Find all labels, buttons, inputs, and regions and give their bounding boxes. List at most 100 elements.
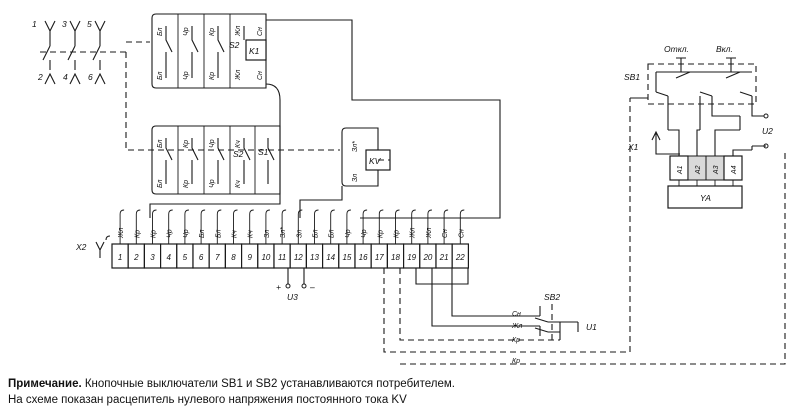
strip-wire-label: Кр <box>394 230 401 238</box>
strip-wire <box>346 209 351 244</box>
strip-wire-label: Жл <box>118 228 125 239</box>
x1-label: X1 <box>627 142 639 152</box>
strip-wire <box>411 209 416 244</box>
mid-wire-label-upper: Бл <box>157 139 164 148</box>
strip-wire-label: Зл <box>296 230 303 238</box>
strip-terminal-number: 19 <box>407 253 416 262</box>
ya-terminal-label: A2 <box>695 165 702 175</box>
top-wire-label-upper: Сн <box>257 27 264 36</box>
strip-wire-label: Сн <box>458 229 465 238</box>
strip-wire <box>200 209 206 244</box>
strip-wire <box>362 209 368 244</box>
strip-wire-label: Бл <box>215 229 222 238</box>
ya-terminal-label: A4 <box>731 165 738 175</box>
strip-terminal-number: 18 <box>391 253 400 262</box>
phase-terminal-6: 6 <box>88 72 93 82</box>
strip-wire-label: Чр <box>345 229 352 238</box>
strip-terminal-number: 4 <box>166 253 171 262</box>
mid-wire-label-lower: Кч <box>235 180 242 188</box>
strip-terminal-number: 14 <box>326 253 335 262</box>
mid-wire-label-lower: Чр <box>209 179 216 188</box>
strip-wire-label: Бл <box>329 229 336 238</box>
strip-wire-label: Чр <box>167 229 174 238</box>
top-wire-label-upper: Чр <box>183 27 190 36</box>
mid-wire-label-upper: Кр <box>183 140 190 148</box>
strip-terminal-number: 8 <box>231 253 236 262</box>
top-wire-label-lower: Кр <box>209 72 216 80</box>
mid-wire-label-upper: Чр <box>209 139 216 148</box>
strip-terminal-number: 16 <box>359 253 368 262</box>
sb2-wire-zhl: Жл <box>511 323 522 330</box>
sb2-wire-kr1: Кр <box>512 337 520 344</box>
k1-relay-box <box>245 39 267 61</box>
note-text-2: На схеме показан расцепитель нулевого на… <box>8 394 407 406</box>
strip-terminal-number: 3 <box>150 253 155 262</box>
x2-label: X2 <box>75 242 87 252</box>
three-phase-switch: 1 3 5 2 4 6 <box>32 19 340 151</box>
phase-input-arrow <box>69 20 81 37</box>
phase-input-arrow <box>44 20 56 37</box>
phase-output-arrow <box>94 72 106 85</box>
strip-wire-label: Кр <box>151 230 158 238</box>
top-wire-label-lower: Бл <box>157 71 164 80</box>
sb1-on-label: Вкл. <box>716 44 733 54</box>
strip-wire-label: Кч <box>248 230 255 238</box>
mid-wire-label-lower: Кр <box>183 180 190 188</box>
strip-wire <box>314 209 319 244</box>
u3-minus: – <box>309 282 315 292</box>
strip-terminal-number: 7 <box>215 253 220 262</box>
strip-wire <box>265 209 270 244</box>
strip-wire <box>297 209 303 244</box>
strip-terminal-number: 1 <box>118 253 122 262</box>
top-wire-label-upper: Жл <box>235 26 242 37</box>
strip-terminal-number: 5 <box>183 253 188 262</box>
kv-label: KV <box>369 156 382 166</box>
strip-wire-label: Сн <box>442 229 449 238</box>
strip-terminal-number: 22 <box>455 253 465 262</box>
sb2-wire-kr2: Кр <box>512 358 520 365</box>
note-line-1: Примечание. Кнопочные выключатели SB1 и … <box>8 378 455 390</box>
kv-wire-bottom: Зл <box>352 174 359 182</box>
phase-terminal-4: 4 <box>63 72 68 82</box>
strip-terminal-number: 2 <box>133 253 139 262</box>
strip-wire-label: Чр <box>183 229 190 238</box>
strip-wire-label: Кр <box>134 230 141 238</box>
k1-label: K1 <box>249 46 260 56</box>
strip-wire-label: Жл <box>426 228 433 239</box>
sb2-wire-sn: Сн <box>512 311 521 318</box>
u1-label: U1 <box>586 322 597 332</box>
strip-terminal-number: 15 <box>342 253 351 262</box>
note-text-1: Кнопочные выключатели SB1 и SB2 устанавл… <box>84 378 455 390</box>
u3-plus: + <box>276 282 281 292</box>
ya-box <box>667 185 743 209</box>
note-title: Примечание. <box>8 378 82 390</box>
strip-wire-label: Бл <box>313 229 320 238</box>
strip-bracket <box>105 235 111 241</box>
strip-terminal-number: 12 <box>294 253 303 262</box>
strip-terminal-number: 10 <box>261 253 270 262</box>
strip-wire-label: Жл <box>410 228 417 239</box>
strip-terminal-number: 6 <box>199 253 204 262</box>
phase-output-arrow <box>69 72 81 85</box>
top-wire-label-lower: Жл <box>235 70 242 81</box>
strip-wire <box>168 209 173 244</box>
top-wire-label-upper: Бл <box>157 27 164 36</box>
top-wire-label-lower: Чр <box>183 71 190 80</box>
strip-terminal-number: 11 <box>278 253 286 262</box>
strip-wire <box>135 209 141 244</box>
kv-wire-top: Зл* <box>352 141 359 152</box>
strip-wire-label: Зл* <box>280 227 287 238</box>
mid-s1-label: S1 <box>258 147 269 157</box>
ya-terminal-label: A3 <box>713 165 720 175</box>
strip-wire <box>459 209 465 244</box>
top-wire-label-upper: Кр <box>209 28 216 36</box>
strip-wire-label: Кр <box>377 230 384 238</box>
top-s2-label: S2 <box>229 40 240 50</box>
strip-terminal-number: 9 <box>247 253 252 262</box>
strip-terminal-number: 17 <box>375 253 384 262</box>
u3-supply: + – U3 <box>276 268 315 302</box>
mid-s2-label: S2 <box>233 149 244 159</box>
strip-terminal-number: 13 <box>310 253 319 262</box>
